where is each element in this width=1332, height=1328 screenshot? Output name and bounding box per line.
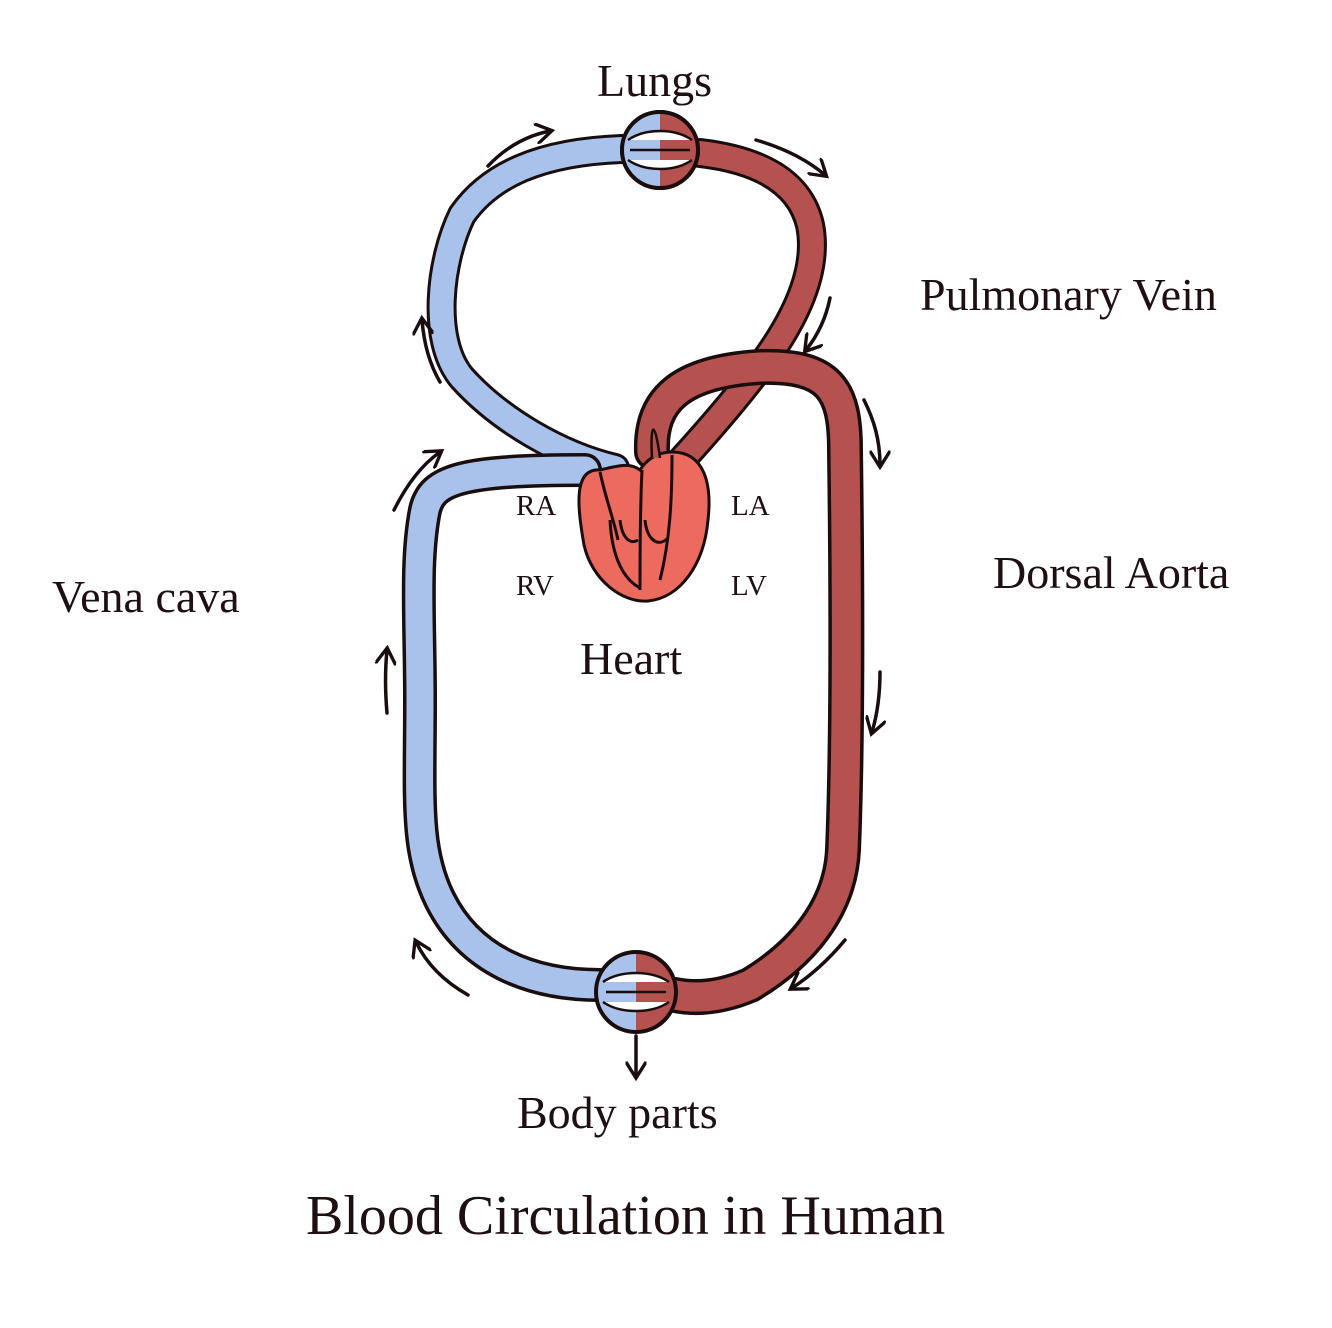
left-atrium-label: LA	[731, 490, 770, 522]
lungs-label: Lungs	[597, 55, 712, 106]
diagram-title: Blood Circulation in Human	[306, 1185, 946, 1247]
flow-arrows	[386, 131, 881, 1076]
lungs-capillary-node	[620, 110, 700, 190]
left-ventricle-label: LV	[731, 570, 767, 602]
heart-label: Heart	[580, 633, 683, 684]
arrow-aorta-top	[862, 398, 880, 465]
pulmonary-vein-label: Pulmonary Vein	[920, 269, 1217, 320]
arrow-pulmonary-vein-down	[806, 296, 832, 350]
vena-cava-label: Vena cava	[52, 571, 240, 622]
arrow-vena-cava-side	[386, 650, 388, 715]
right-atrium-label: RA	[516, 490, 557, 522]
body-parts-label: Body parts	[517, 1087, 718, 1138]
arrow-vena-cava-top	[392, 452, 440, 512]
arrow-aorta-bottom	[792, 938, 847, 988]
arrow-to-lungs-left	[486, 131, 550, 168]
heart-shape	[577, 428, 711, 603]
body-capillary-node	[594, 950, 678, 1034]
arrow-vena-cava-bottom	[416, 942, 470, 997]
right-ventricle-label: RV	[516, 570, 554, 602]
arrow-aorta-lower	[872, 670, 880, 732]
arrow-from-lungs-right	[754, 138, 825, 175]
arrow-pulmonary-up	[422, 320, 442, 384]
dorsal-aorta-label: Dorsal Aorta	[993, 547, 1230, 598]
